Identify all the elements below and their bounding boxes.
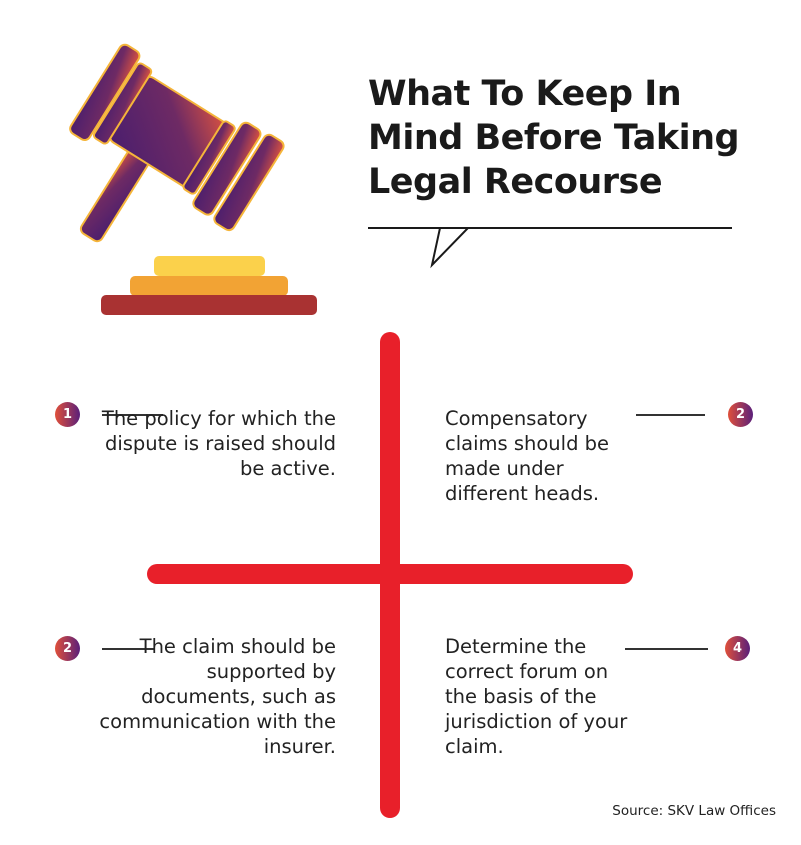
point-text: The policy for which the dispute is rais… <box>101 407 336 480</box>
number-badge: 1 <box>55 402 80 427</box>
gavel-icon <box>69 43 285 243</box>
title-line: What To Keep In <box>368 74 682 114</box>
number-badge: 2 <box>55 636 80 661</box>
connector-line <box>625 648 708 650</box>
number-badge: 4 <box>725 636 750 661</box>
connector-line <box>636 414 705 416</box>
number-badge: 2 <box>728 402 753 427</box>
point-text: Compensatory claims should be made under… <box>445 407 610 505</box>
connector-line <box>102 648 155 650</box>
point-text: Determine the correct forum on the basis… <box>445 635 628 758</box>
point-text: The claim should be supported by documen… <box>99 635 336 758</box>
title-line: Legal Recourse <box>368 162 663 202</box>
gavel-base-icon <box>101 256 317 315</box>
source-caption: Source: SKV Law Offices <box>612 803 776 819</box>
connector-line <box>102 414 163 416</box>
title-line: Mind Before Taking <box>368 118 740 158</box>
page-title: What To Keep In Mind Before Taking Legal… <box>368 72 788 204</box>
speech-bubble-line <box>368 227 732 269</box>
